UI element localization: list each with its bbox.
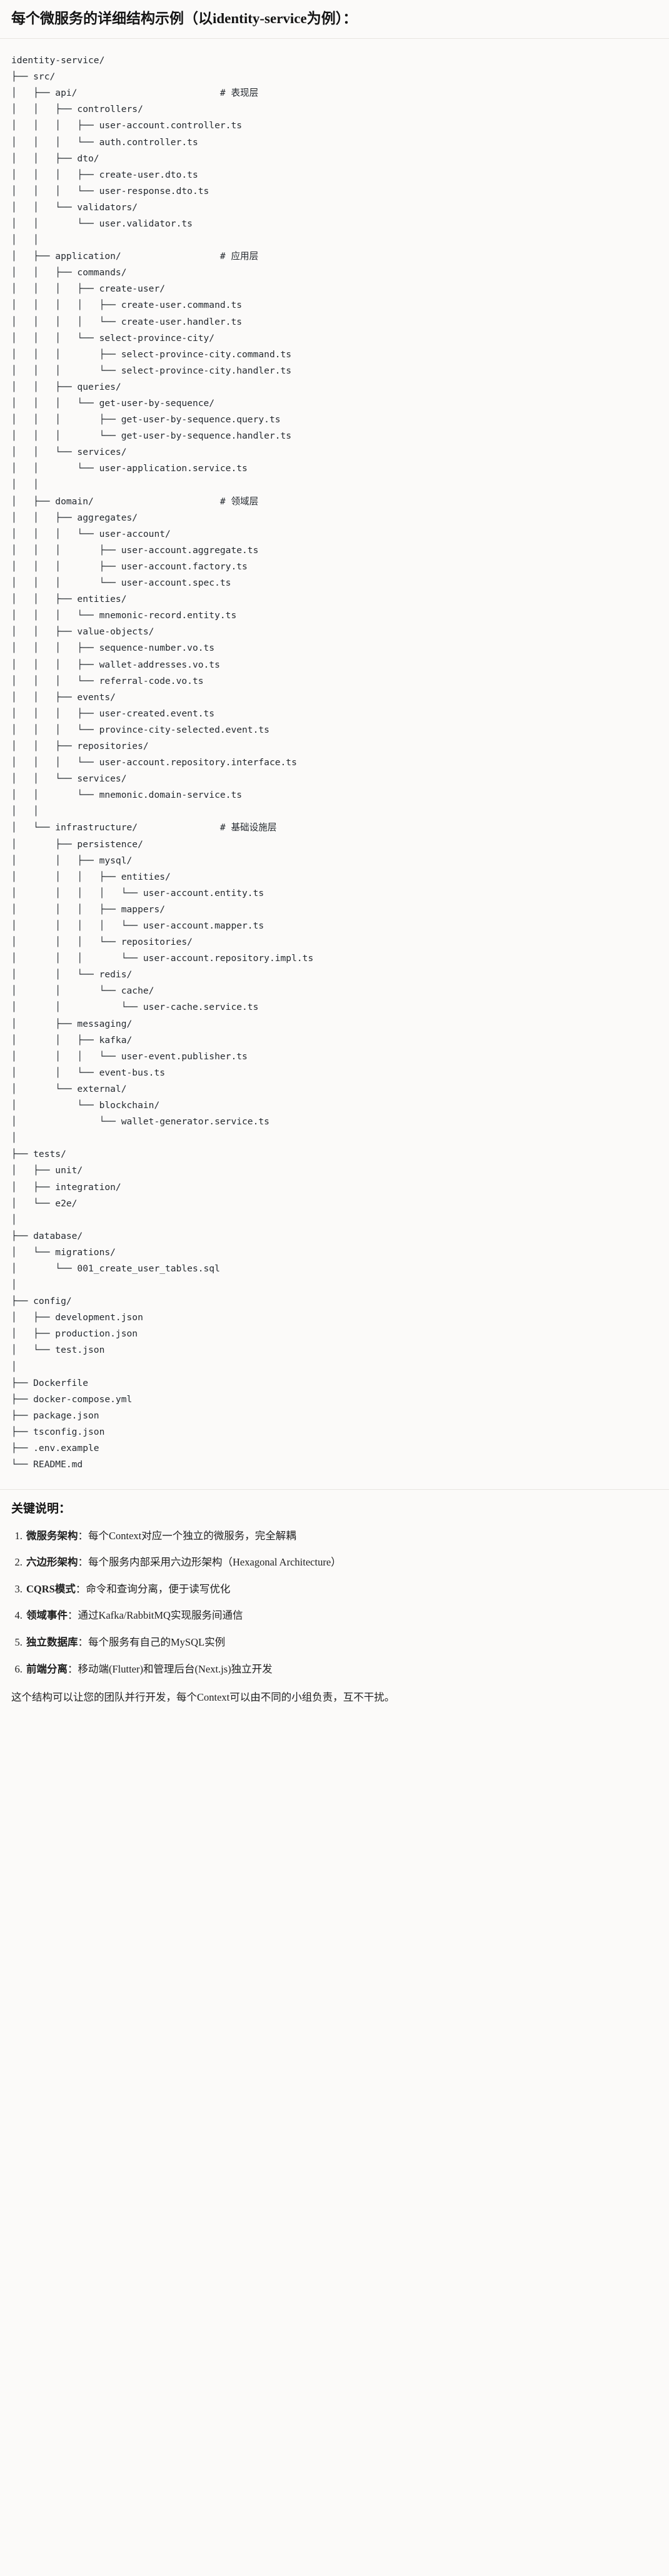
key-note-item: 六边形架构：每个服务内部采用六边形架构（Hexagonal Architectu… [25,1554,658,1571]
directory-tree: identity-service/ ├── src/ │ ├── api/ # … [11,55,314,1470]
key-note-term: 微服务架构 [26,1529,78,1542]
key-note-description: 通过Kafka/RabbitMQ实现服务间通信 [78,1609,243,1622]
key-note-item: 微服务架构：每个Context对应一个独立的微服务，完全解耦 [25,1528,658,1544]
key-note-description: 每个服务有自己的MySQL实例 [88,1636,226,1649]
key-note-item: 前端分离：移动端(Flutter)和管理后台(Next.js)独立开发 [25,1661,658,1677]
key-note-separator: ： [68,1609,78,1622]
key-note-separator: ： [75,1582,86,1595]
key-note-description: 命令和查询分离，便于读写优化 [86,1582,231,1595]
key-note-term: 独立数据库 [26,1636,78,1649]
key-note-description: 移动端(Flutter)和管理后台(Next.js)独立开发 [78,1662,273,1675]
key-note-description: 每个服务内部采用六边形架构（Hexagonal Architecture） [88,1556,341,1569]
key-note-term: CQRS模式 [26,1582,76,1595]
directory-tree-block: identity-service/ ├── src/ │ ├── api/ # … [0,39,669,1490]
key-notes-list: 微服务架构：每个Context对应一个独立的微服务，完全解耦六边形架构：每个服务… [11,1528,658,1677]
key-note-separator: ： [78,1556,89,1569]
key-notes-section: 关键说明： 微服务架构：每个Context对应一个独立的微服务，完全解耦六边形架… [0,1490,669,1723]
document-page: 每个微服务的详细结构示例（以identity-service为例）： ident… [0,0,669,1723]
key-note-separator: ： [68,1662,78,1675]
key-note-separator: ： [78,1529,89,1542]
key-note-separator: ： [78,1636,89,1649]
key-note-item: 独立数据库：每个服务有自己的MySQL实例 [25,1634,658,1651]
key-note-term: 前端分离 [26,1662,68,1675]
key-note-description: 每个Context对应一个独立的微服务，完全解耦 [88,1529,296,1542]
key-note-term: 六边形架构 [26,1556,78,1569]
closing-paragraph: 这个结构可以让您的团队并行开发，每个Context可以由不同的小组负责，互不干扰… [11,1691,395,1704]
key-note-term: 领域事件 [26,1609,68,1622]
key-note-item: 领域事件：通过Kafka/RabbitMQ实现服务间通信 [25,1607,658,1624]
key-notes-title: 关键说明： [11,1502,71,1516]
document-header: 每个微服务的详细结构示例（以identity-service为例）： [0,0,669,39]
page-title: 每个微服务的详细结构示例（以identity-service为例）： [11,11,358,26]
key-note-item: CQRS模式：命令和查询分离，便于读写优化 [25,1581,658,1597]
